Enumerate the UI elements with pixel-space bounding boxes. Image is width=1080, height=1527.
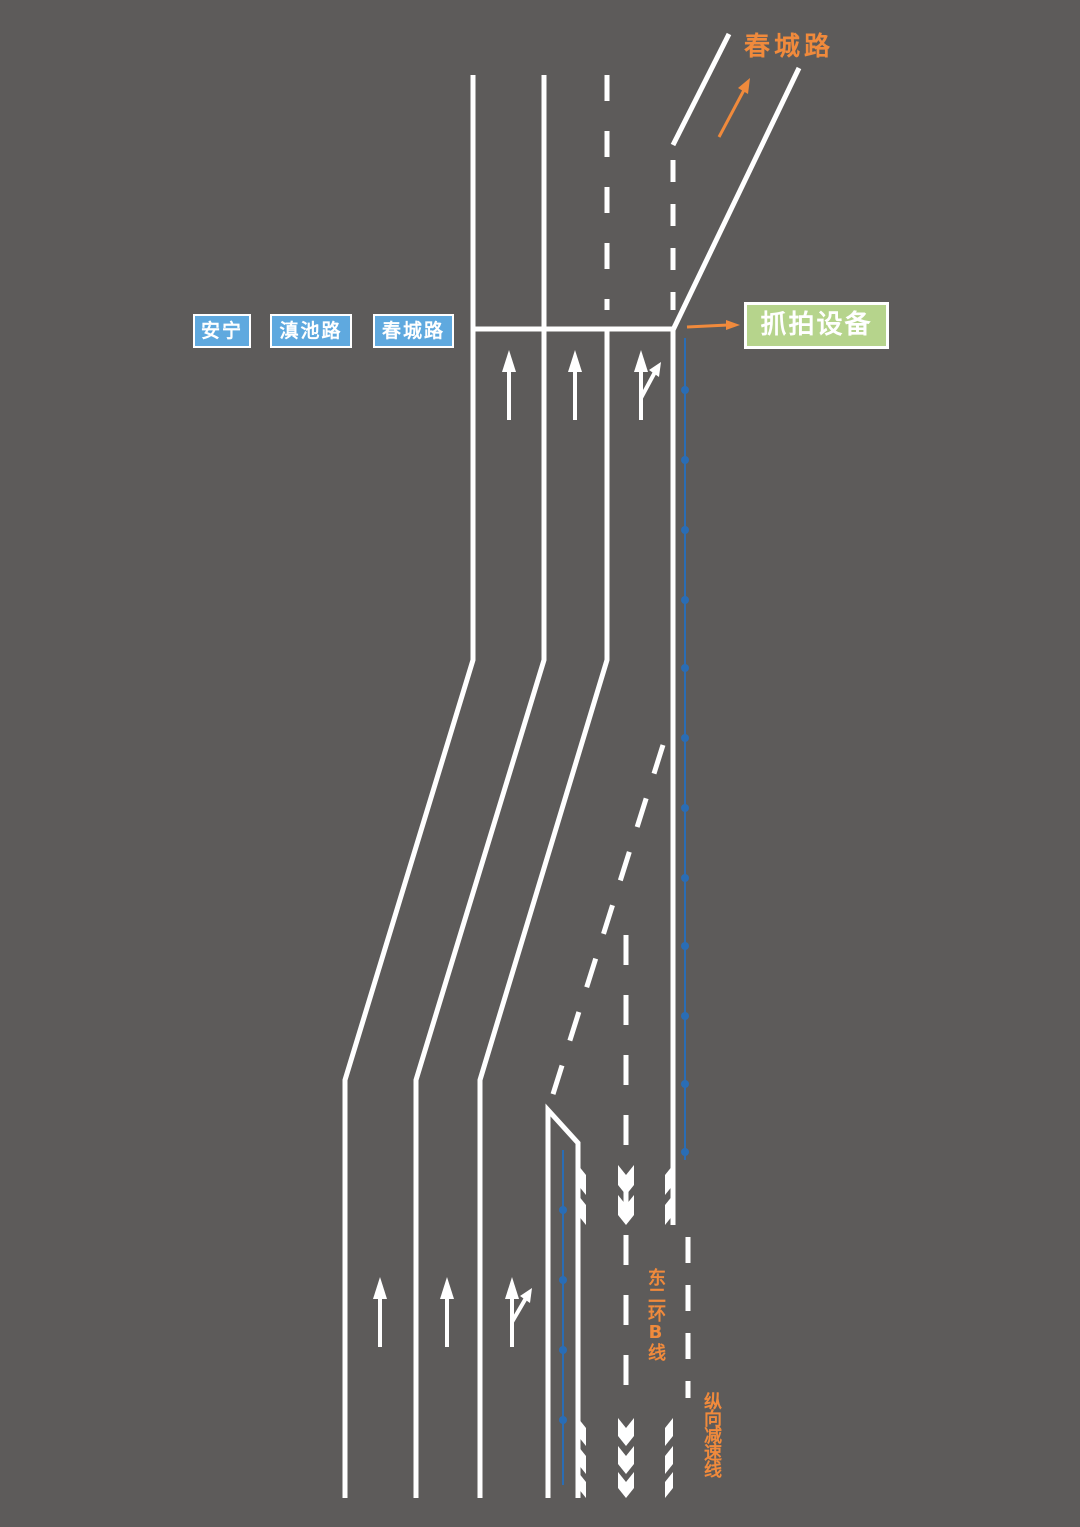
ramp-name-label: 东二环B线 (645, 1268, 666, 1361)
lane-sign-chuncheng-road: 春城路 (373, 314, 454, 348)
straight-right-arrow-lower (505, 1277, 532, 1347)
decel-chevrons (578, 1165, 673, 1498)
lane-sign-anning: 安宁 (193, 314, 251, 348)
blue-marker-dots (559, 386, 689, 1424)
lane-line-3 (477, 330, 610, 1498)
straight-arrow-upper-1 (502, 350, 516, 420)
exit-road-label: 春城路 (744, 32, 835, 62)
lane-line-2 (413, 75, 547, 1498)
straight-arrow-lower-1 (373, 1277, 387, 1347)
lane-line-1 (342, 75, 476, 1498)
exit-direction-arrow (717, 78, 750, 138)
device-pointer-arrow (686, 320, 740, 330)
lane-sign-dianchi-road: 滇池路 (270, 314, 352, 348)
straight-arrow-upper-2 (568, 350, 582, 420)
exit-ramp-right-line (670, 66, 802, 332)
decel-line-label: 纵向减速线 (701, 1392, 722, 1477)
capture-device-label: 抓拍设备 (744, 302, 889, 349)
straight-arrow-lower-2 (440, 1277, 454, 1347)
ramp-gore-line (545, 1103, 581, 1498)
merge-dash-line (545, 744, 666, 1111)
exit-ramp-left-line (670, 32, 732, 147)
straight-right-arrow-upper (634, 350, 661, 420)
